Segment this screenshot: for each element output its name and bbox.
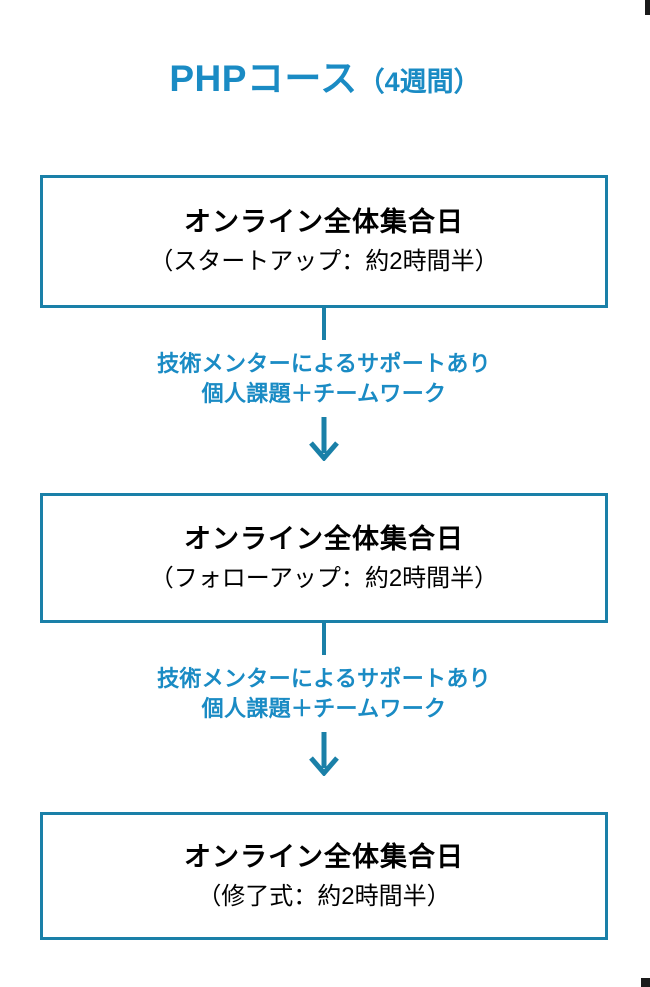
page-title-main: PHPコース (169, 58, 358, 99)
flow-node-completion: オンライン全体集合日 （修了式：約2時間半） (40, 812, 608, 940)
page-title-duration: （4週間） (357, 67, 481, 97)
down-arrow-icon (309, 416, 339, 461)
crop-artifact-top-right (645, 0, 650, 15)
flow-node-startup: オンライン全体集合日 （スタートアップ：約2時間半） (40, 175, 608, 308)
connector-label-line2: 個人課題＋チームワーク (201, 381, 447, 407)
connector-label-line1: 技術メンターによるサポートあり (157, 666, 491, 691)
flow-node-title: オンライン全体集合日 (184, 207, 464, 238)
connector-label: 技術メンターによるサポートあり 個人課題＋チームワーク (157, 664, 491, 725)
connector-stem-line (322, 308, 326, 340)
flow-connector-1: 技術メンターによるサポートあり 個人課題＋チームワーク (40, 308, 608, 493)
flow-node-title: オンライン全体集合日 (184, 523, 464, 554)
flow-node-subtitle: （修了式：約2時間半） (197, 882, 451, 910)
flow-chart: オンライン全体集合日 （スタートアップ：約2時間半） 技術メンターによるサポート… (40, 175, 608, 940)
connector-label-line2: 個人課題＋チームワーク (201, 696, 447, 722)
flow-node-title: オンライン全体集合日 (184, 841, 464, 872)
crop-artifact-bottom-right (641, 978, 650, 987)
page-title: PHPコース（4週間） (0, 60, 650, 97)
connector-stem-line (322, 623, 326, 655)
flow-node-subtitle: （スタートアップ：約2時間半） (149, 248, 499, 276)
flow-node-followup: オンライン全体集合日 （フォローアップ：約2時間半） (40, 493, 608, 623)
connector-label-line1: 技術メンターによるサポートあり (157, 351, 491, 376)
flow-connector-2: 技術メンターによるサポートあり 個人課題＋チームワーク (40, 623, 608, 812)
connector-label: 技術メンターによるサポートあり 個人課題＋チームワーク (157, 349, 491, 410)
flow-node-subtitle: （フォローアップ：約2時間半） (149, 564, 499, 592)
down-arrow-icon (309, 731, 339, 776)
